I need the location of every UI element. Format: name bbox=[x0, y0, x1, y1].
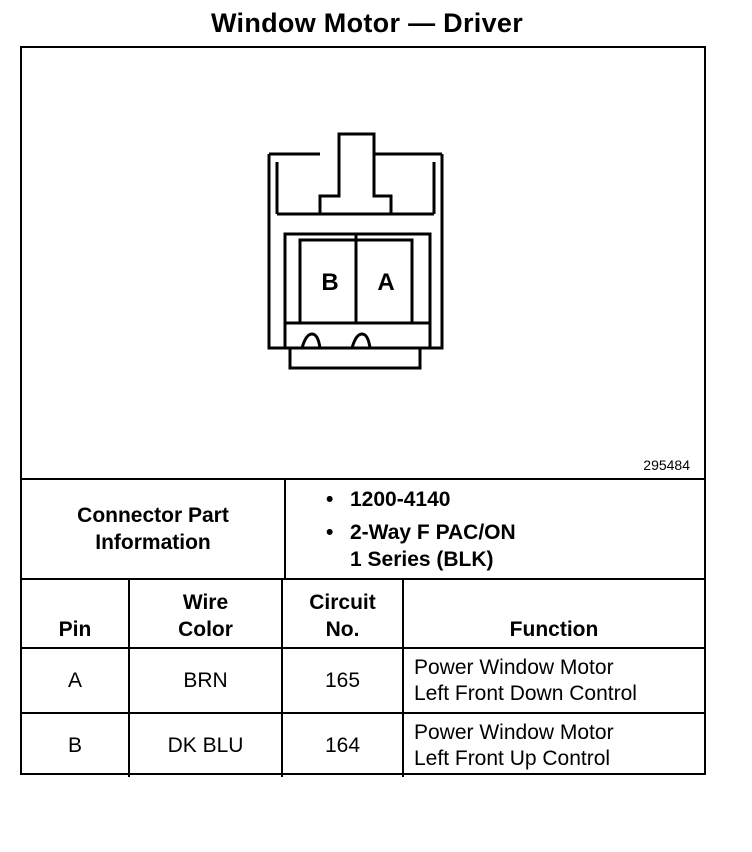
header-function: Function bbox=[402, 580, 704, 649]
table-row: A BRN 165 Power Window Motor Left Front … bbox=[22, 647, 704, 714]
bottom-flange bbox=[288, 348, 422, 370]
bottom-latch-right bbox=[350, 332, 372, 349]
part-number: 1200-4140 bbox=[350, 488, 451, 511]
connector-label-line-2: Information bbox=[95, 531, 211, 554]
pin-label-a: A bbox=[377, 269, 394, 296]
connector-info-row: Connector Part Information • 1200-4140 •… bbox=[22, 480, 704, 580]
table-row: B DK BLU 164 Power Window Motor Left Fro… bbox=[22, 712, 704, 777]
header-wire-color: Wire Color bbox=[128, 580, 283, 649]
header-wire-color-line-1: Wire bbox=[182, 591, 229, 614]
connector-housing-outline bbox=[267, 154, 444, 350]
figure-number: 295484 bbox=[643, 457, 690, 473]
function-cell: Power Window Motor Left Front Down Contr… bbox=[402, 647, 704, 714]
function-cell: Power Window Motor Left Front Up Control bbox=[402, 712, 704, 777]
connector-drawing: B A bbox=[267, 132, 444, 370]
part-number-item: • 1200-4140 bbox=[322, 486, 516, 513]
wire-color-cell: DK BLU bbox=[128, 712, 283, 777]
pin-table-header: Pin Wire Color Circuit No. Function bbox=[22, 580, 704, 649]
pin-cell: B bbox=[22, 712, 130, 777]
pin-label-b: B bbox=[321, 269, 338, 296]
locking-tab-stem bbox=[318, 154, 393, 216]
connector-type-line-2: 1 Series (BLK) bbox=[350, 548, 494, 571]
locking-tab bbox=[337, 132, 376, 154]
pin-table: Pin Wire Color Circuit No. Function A BR… bbox=[22, 580, 704, 777]
connector-type-line-1: 2-Way F PAC/ON bbox=[350, 521, 516, 544]
function-line-1: Power Window Motor bbox=[414, 655, 614, 679]
connector-type-item: • 2-Way F PAC/ON 1 Series (BLK) bbox=[322, 519, 516, 573]
connector-label-line-1: Connector Part bbox=[77, 504, 229, 527]
bullet-icon: • bbox=[326, 488, 334, 511]
connector-part-info: • 1200-4140 • 2-Way F PAC/ON 1 Series (B… bbox=[322, 486, 516, 579]
connector-diagram-area: B A 295484 bbox=[22, 48, 704, 480]
connector-part-label: Connector Part Information bbox=[22, 480, 286, 578]
function-line-2: Left Front Up Control bbox=[414, 746, 611, 770]
bullet-icon: • bbox=[326, 521, 334, 544]
pin-cell: A bbox=[22, 647, 130, 714]
header-wire-color-line-2: Color bbox=[178, 618, 233, 641]
bottom-latch-left bbox=[300, 332, 322, 349]
function-line-2: Left Front Down Control bbox=[414, 681, 637, 705]
function-line-1: Power Window Motor bbox=[414, 720, 614, 744]
circuit-cell: 165 bbox=[281, 647, 404, 714]
wire-color-cell: BRN bbox=[128, 647, 283, 714]
header-circuit: Circuit No. bbox=[281, 580, 404, 649]
header-pin: Pin bbox=[22, 580, 130, 649]
connector-chart: B A 295484 Connector Part Information • … bbox=[20, 46, 706, 777]
circuit-cell: 164 bbox=[281, 712, 404, 777]
page-title: Window Motor — Driver bbox=[210, 8, 524, 38]
header-circuit-line-1: Circuit bbox=[309, 591, 376, 614]
header-circuit-line-2: No. bbox=[325, 618, 360, 641]
